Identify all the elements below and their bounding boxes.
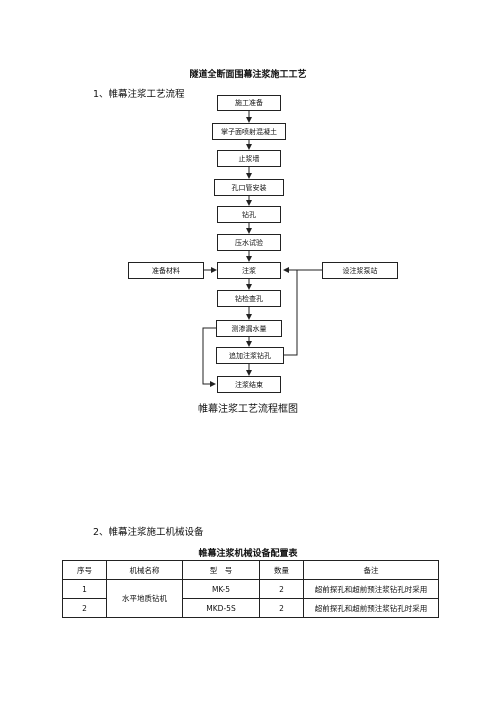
cell-name: 水平地质钻机: [106, 579, 183, 618]
document-title: 隧道全断面围幕注浆施工工艺: [189, 70, 307, 80]
flow-step-grouting: 注浆: [217, 262, 281, 279]
cell-qty: 2: [259, 579, 304, 599]
flow-step-grout-wall: 止浆墙: [217, 150, 281, 167]
section-heading-equipment: 2、帷幕注浆施工机械设备: [93, 527, 204, 538]
flow-step-extra-drilling: 追加注浆钻孔: [216, 347, 284, 364]
flow-caption: 帷幕注浆工艺流程框图: [198, 404, 298, 415]
table-row: 2 MKD-5S 2 超前探孔和超前预注浆钻孔时采用: [62, 598, 439, 618]
table-title: 帷幕注浆机械设备配置表: [198, 549, 298, 559]
header-qty: 数量: [259, 560, 304, 580]
flow-step-prepare-materials: 准备材料: [128, 262, 204, 279]
flow-step-pump-station: 设注浆泵站: [322, 262, 398, 279]
cell-note: 超前探孔和超前预注浆钻孔时采用: [303, 579, 439, 599]
cell-model: MKD-5S: [182, 598, 260, 618]
cell-model: MK-5: [182, 579, 260, 599]
cell-qty: 2: [259, 598, 304, 618]
flow-step-prepare: 施工准备: [217, 95, 281, 111]
equipment-table: 序号 机械名称 型 号 数量 备注 1 水平地质钻机 MK-5 2 超前探孔和超…: [62, 560, 439, 618]
flow-step-drilling: 钻孔: [217, 206, 281, 223]
cell-no: 1: [62, 579, 107, 599]
flow-step-seepage-measure: 测渗漏水量: [216, 320, 282, 337]
table-header-row: 序号 机械名称 型 号 数量 备注: [62, 560, 439, 580]
flow-step-water-test: 压水试验: [217, 234, 281, 251]
cell-note: 超前探孔和超前预注浆钻孔时采用: [303, 598, 439, 618]
section-heading-flow: 1、帷幕注浆工艺流程: [93, 89, 185, 100]
flow-step-shotcrete: 掌子面喷射混凝土: [212, 123, 286, 140]
flow-step-check-hole: 钻检查孔: [217, 290, 281, 307]
flow-step-grouting-end: 注浆结束: [217, 376, 281, 393]
header-note: 备注: [303, 560, 439, 580]
table-row: 1 水平地质钻机 MK-5 2 超前探孔和超前预注浆钻孔时采用: [62, 579, 439, 618]
header-model: 型 号: [182, 560, 260, 580]
header-name: 机械名称: [106, 560, 183, 580]
header-no: 序号: [62, 560, 107, 580]
flow-step-orifice-pipe: 孔口管安装: [214, 179, 284, 196]
cell-no: 2: [62, 598, 107, 618]
